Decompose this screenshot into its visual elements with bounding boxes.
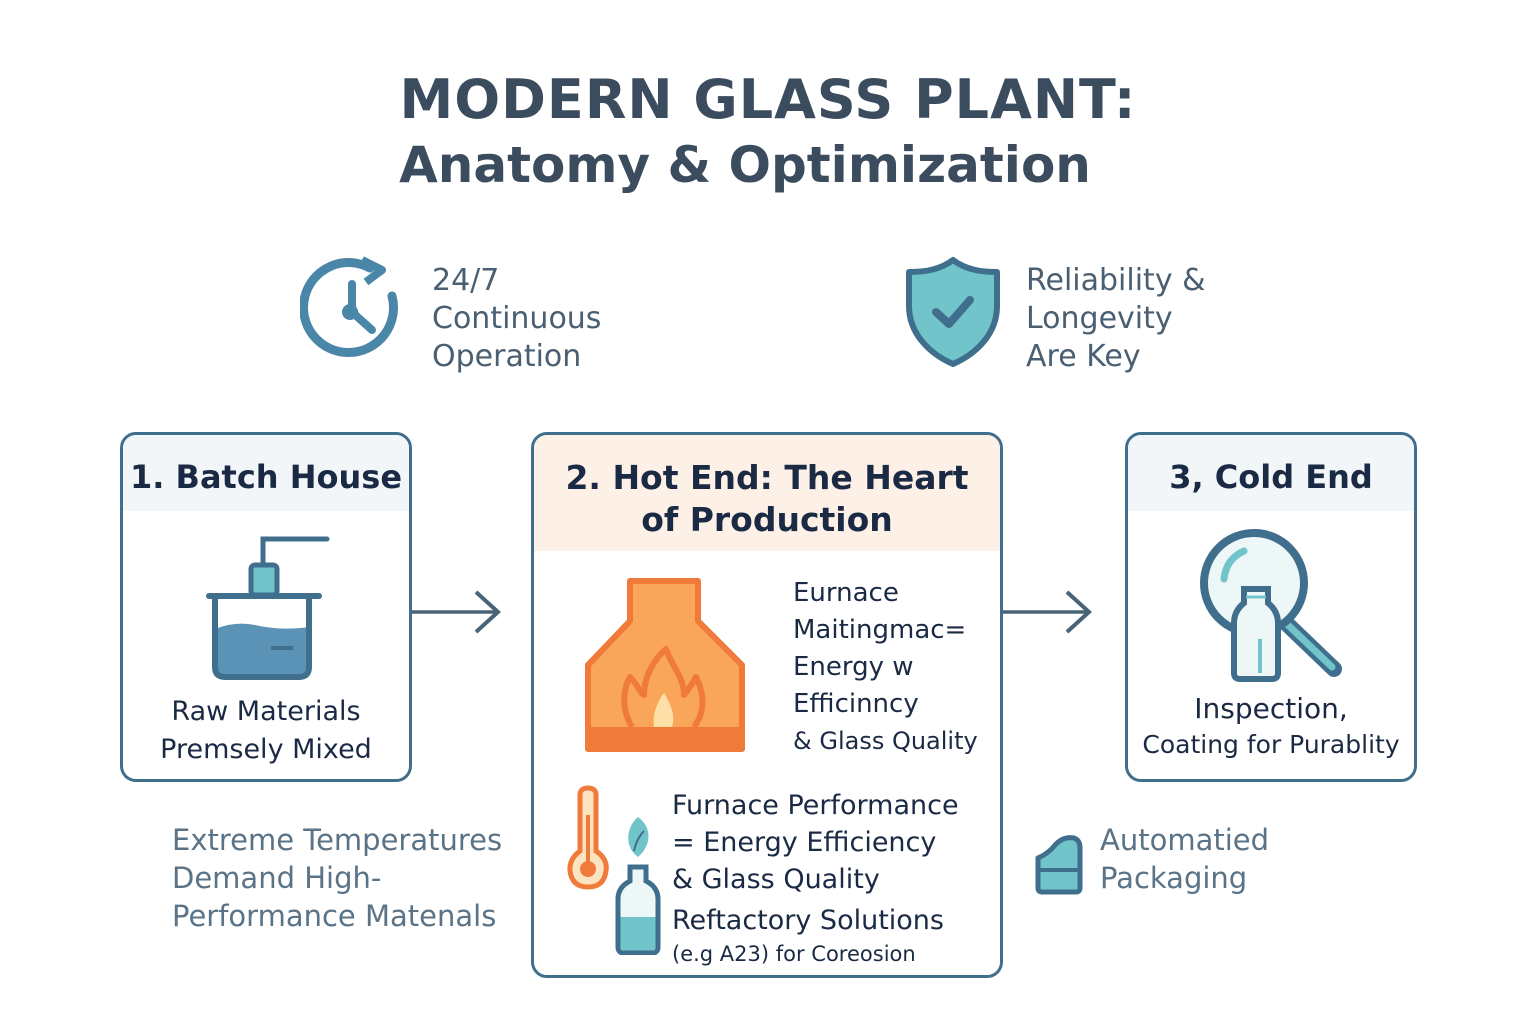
cold-end-card: 3, Cold End Inspection, Coating for Pura… bbox=[1125, 432, 1417, 782]
feature-line: Longevity bbox=[1026, 301, 1173, 336]
feature-line: 24/7 bbox=[432, 263, 500, 298]
cold-end-description: Inspection, Coating for Purablity bbox=[1128, 691, 1414, 763]
feature-line: Operation bbox=[432, 339, 582, 374]
shield-check-icon bbox=[906, 257, 1000, 367]
furnace-icon bbox=[585, 578, 745, 752]
description-line: Premsely Mixed bbox=[160, 734, 372, 765]
hot-end-title: 2. Hot End: The Heart of Production bbox=[534, 435, 1000, 551]
description-line: Raw Materials bbox=[171, 696, 361, 727]
package-icon bbox=[1035, 835, 1083, 895]
text-line: Energy w bbox=[793, 652, 914, 682]
note-line: Packaging bbox=[1100, 861, 1248, 895]
refractory-title: Reftactory Solutions bbox=[672, 905, 944, 936]
arrow-right-icon bbox=[1003, 590, 1092, 634]
text-line: & Glass Quality bbox=[793, 727, 978, 755]
text-line: Furnace Performance bbox=[672, 790, 959, 821]
batch-house-description: Raw Materials Premsely Mixed bbox=[123, 693, 409, 769]
thermometer-icon bbox=[567, 785, 609, 890]
feature-continuous-operation: 24/7 Continuous Operation bbox=[432, 262, 601, 376]
note-line: Performance Matenals bbox=[172, 899, 497, 933]
batch-house-title: 1. Batch House bbox=[123, 435, 409, 511]
packaging-note: Automatied Packaging bbox=[1100, 821, 1269, 897]
furnace-performance-text: Furnace Performance = Energy Efficiency … bbox=[672, 787, 959, 969]
bottle-flame-icon bbox=[615, 817, 661, 955]
hot-end-card: 2. Hot End: The Heart of Production Eurn… bbox=[531, 432, 1003, 978]
batch-house-card: 1. Batch House Raw Materials Premsely Mi… bbox=[120, 432, 412, 782]
furnace-melting-text: Eurnace Maitingmac= Energy w Efficinncy … bbox=[793, 575, 978, 760]
feature-line: Are Key bbox=[1026, 339, 1141, 374]
text-line: = Energy Efficiency bbox=[672, 827, 937, 858]
cold-end-title: 3, Cold End bbox=[1128, 435, 1414, 511]
feature-line: Continuous bbox=[432, 301, 602, 336]
title-line: of Production bbox=[641, 500, 893, 539]
title-line: 2. Hot End: The Heart bbox=[565, 458, 969, 497]
note-line: Extreme Temperatures bbox=[172, 823, 503, 857]
description-line: Coating for Purablity bbox=[1142, 730, 1400, 759]
text-line: & Glass Quality bbox=[672, 864, 880, 895]
note-line: Automatied bbox=[1100, 823, 1270, 857]
text-line: Efficinncy bbox=[793, 689, 919, 719]
refractory-subtitle: (e.g A23) for Coreosion bbox=[672, 942, 916, 966]
feature-line: Reliability & bbox=[1026, 263, 1206, 298]
text-line: Eurnace bbox=[793, 578, 899, 608]
mixing-vessel-icon bbox=[206, 536, 330, 680]
text-line: Maitingmac= bbox=[793, 615, 967, 645]
note-line: Demand High- bbox=[172, 861, 382, 895]
feature-reliability: Reliability & Longevity Are Key bbox=[1026, 262, 1206, 376]
title-line-1: MODERN GLASS PLANT: bbox=[399, 68, 1137, 131]
temperatures-note: Extreme Temperatures Demand High- Perfor… bbox=[172, 821, 502, 935]
clock-icon bbox=[300, 256, 398, 358]
magnifier-bottle-icon bbox=[1200, 529, 1342, 682]
title-line-2: Anatomy & Optimization bbox=[399, 136, 1091, 194]
description-line: Inspection, bbox=[1194, 692, 1348, 725]
arrow-right-icon bbox=[412, 590, 501, 634]
